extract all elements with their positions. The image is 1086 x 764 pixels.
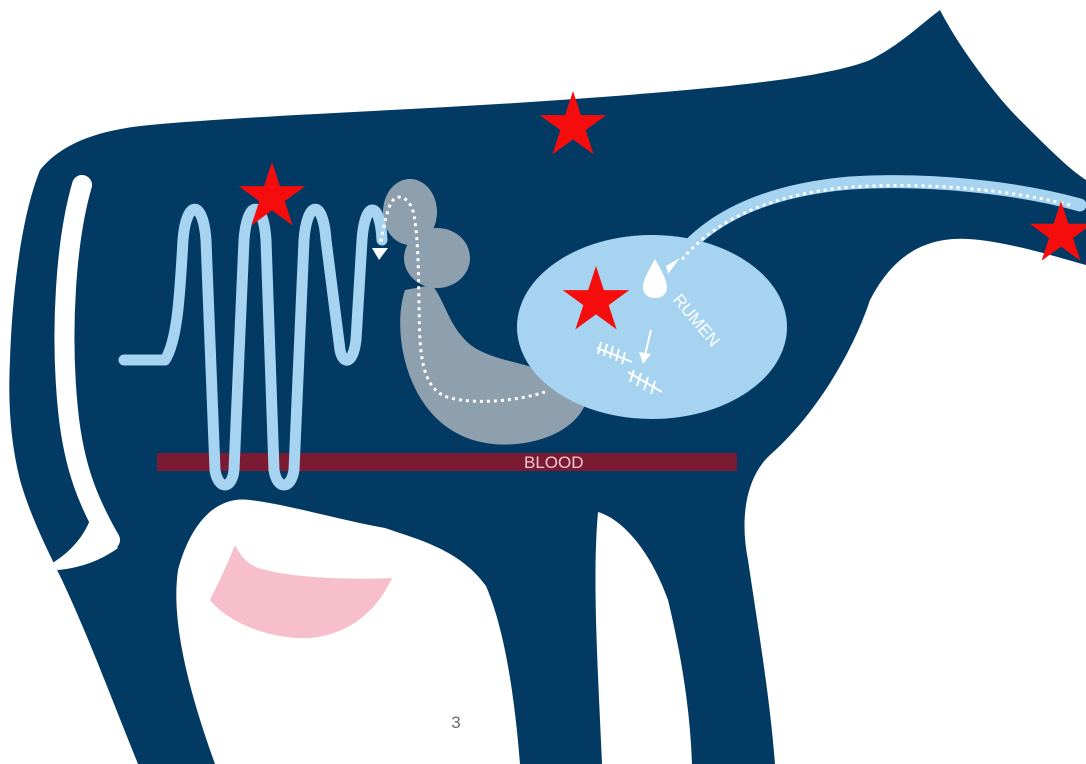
omasum [404, 228, 470, 288]
page-number: 3 [451, 713, 460, 732]
blood-label: BLOOD [524, 453, 584, 472]
blood-band [157, 453, 737, 471]
udder [210, 545, 392, 638]
